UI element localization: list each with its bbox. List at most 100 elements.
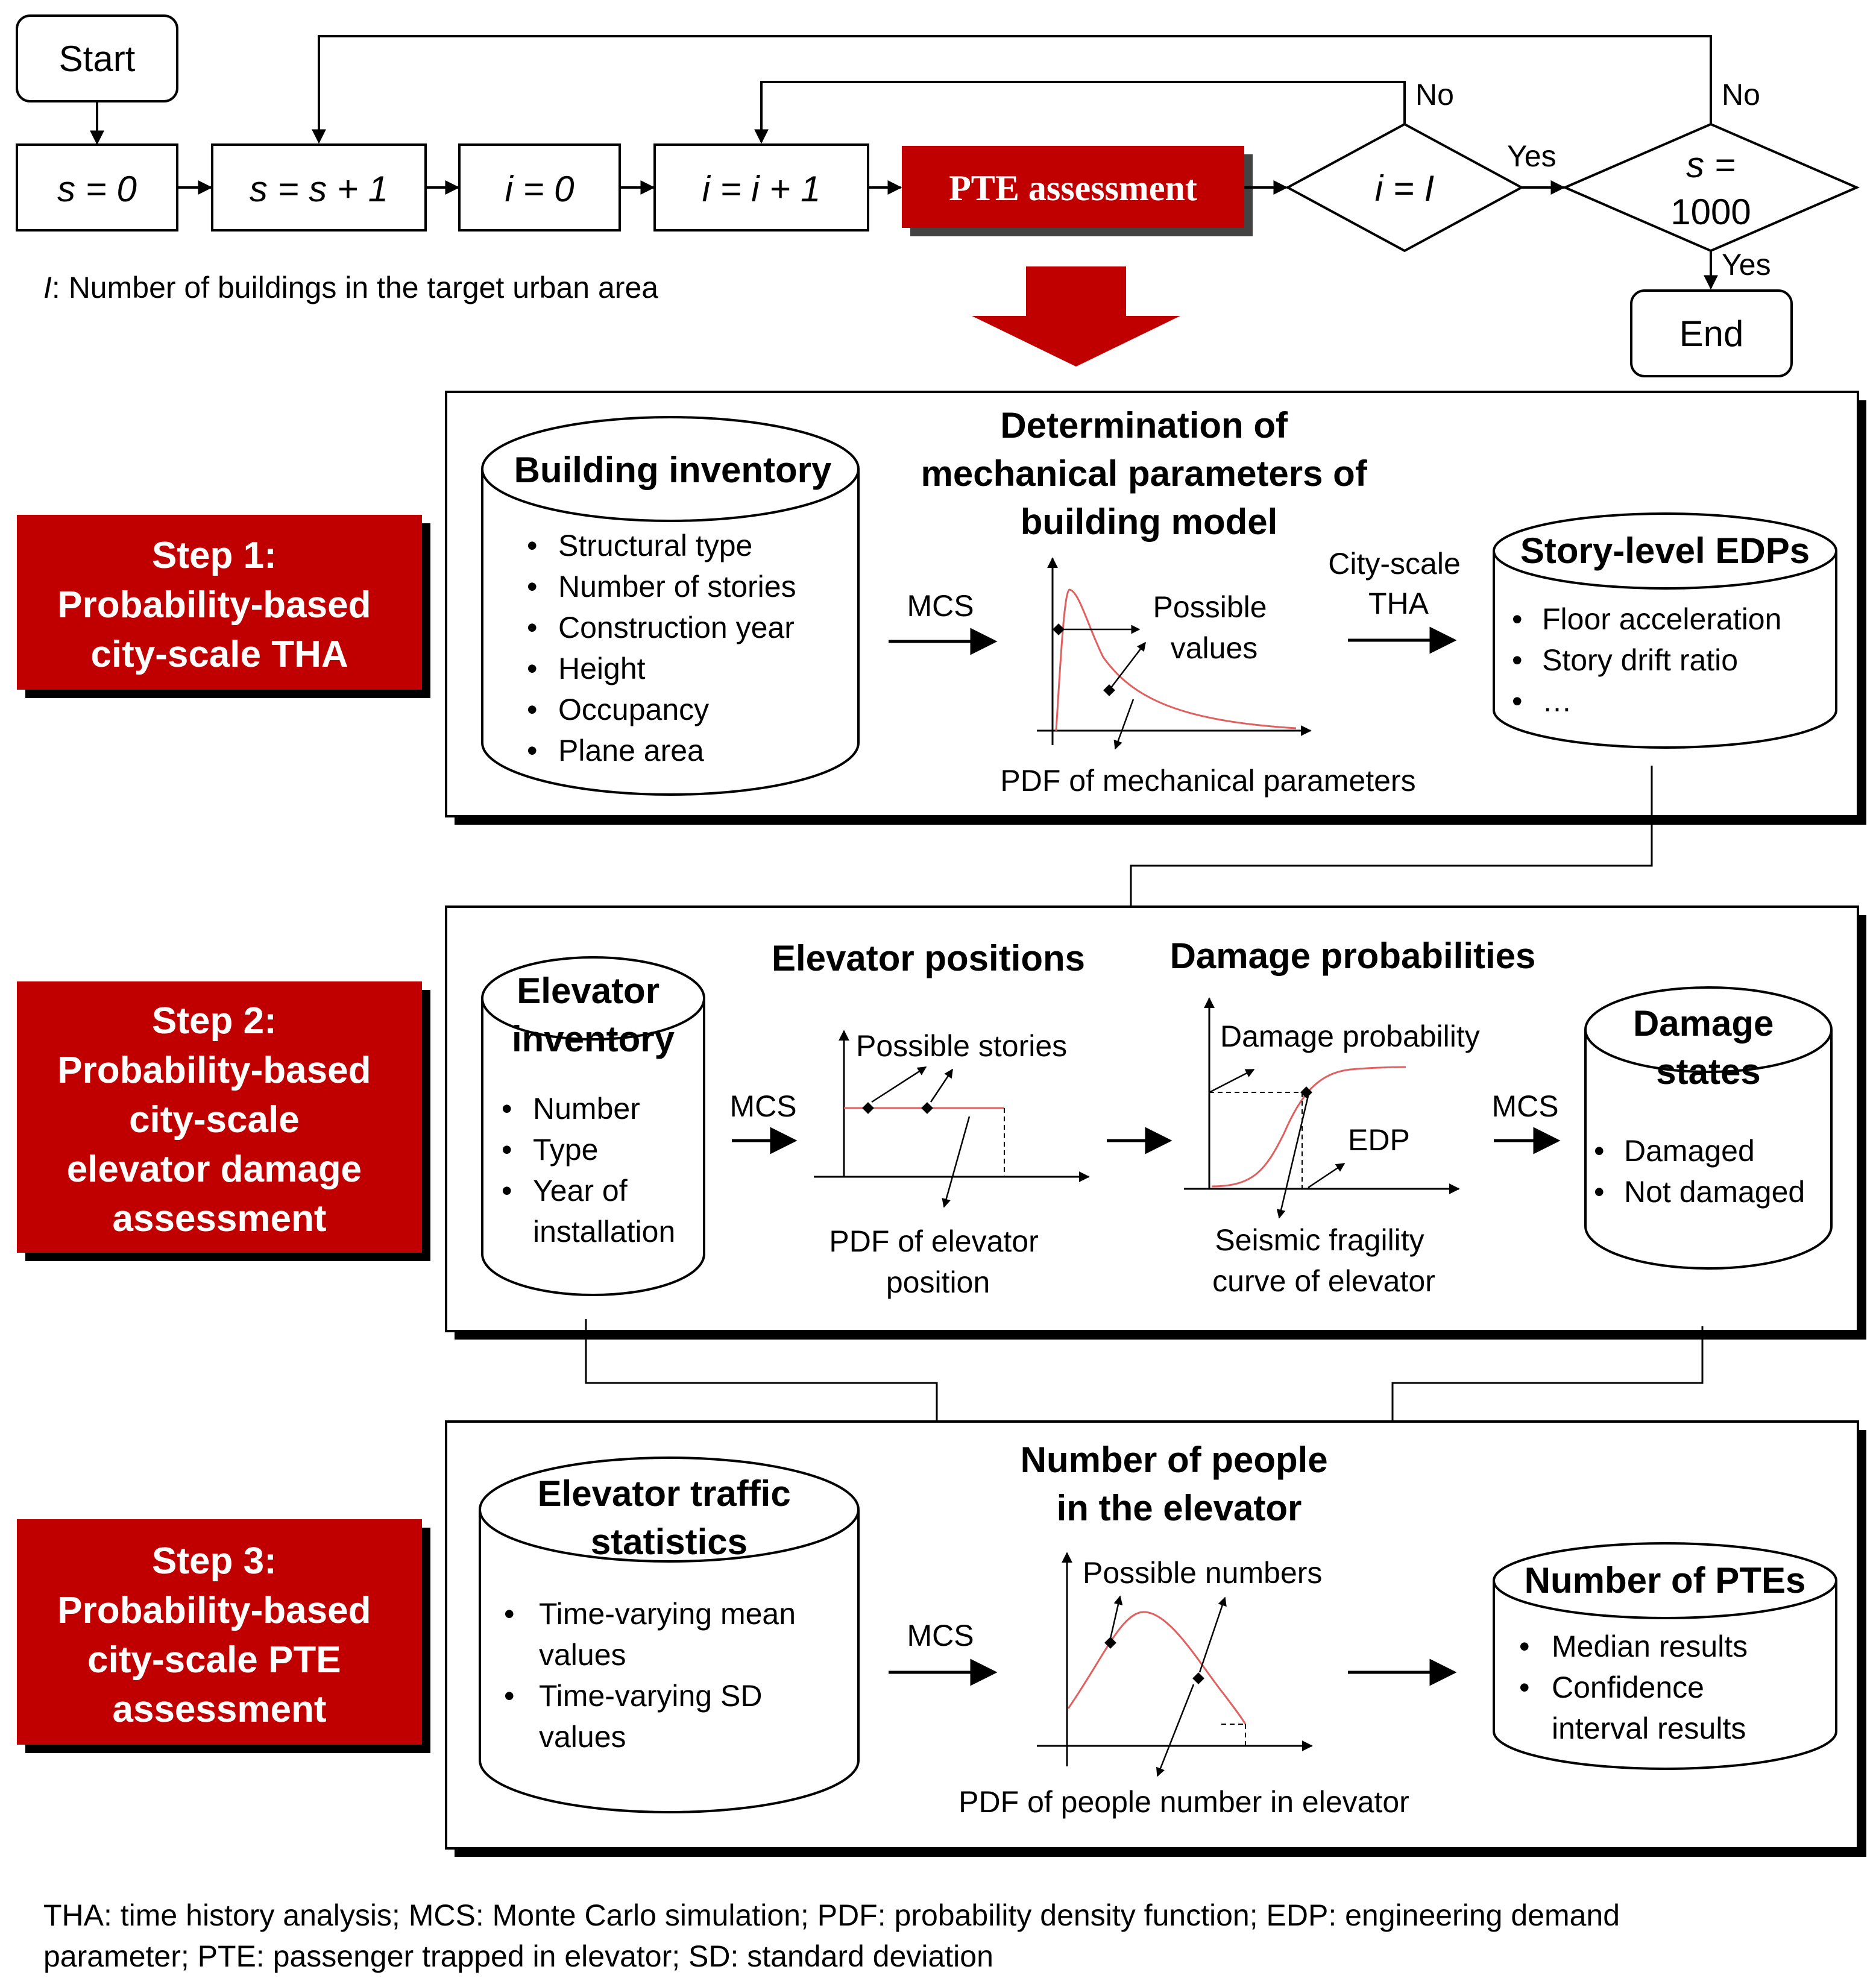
svg-text:Step 2: Probability-base: Step 2: Probability-based city-scale ele… (57, 1000, 381, 1239)
pte-assessment-node (902, 146, 1244, 228)
elevator-inventory-item: installation (533, 1215, 675, 1249)
step1-label-line: Step 1: (152, 535, 277, 576)
svg-text:•: • (502, 1092, 512, 1126)
elevator-inventory-item: Year of (533, 1174, 628, 1208)
s-init-node (16, 143, 178, 231)
elevator-inventory-title: Elevator (517, 971, 659, 1011)
traffic-statistics-title: statistics (591, 1522, 748, 1562)
step1-label-line: city-scale THA (90, 634, 348, 675)
svg-text:•: • (504, 1679, 515, 1713)
elevator-positions-title: Elevator positions (772, 938, 1085, 978)
step2-label-line: Step 2: (152, 1000, 277, 1042)
damage-states-cylinder: Damage states •Damaged •Not damaged (1584, 986, 1833, 1270)
yes-label-2: Yes (1722, 248, 1771, 282)
s-increment-label: s = s + 1 (250, 169, 388, 209)
fragility-curve-plot: Damage probability EDP Seismic fragility… (1184, 997, 1480, 1298)
possible-values-label: Possible (1153, 590, 1267, 624)
step2-section: Step 2: Probability-based city-scale ele… (17, 905, 1866, 1340)
story-edps-title: Story-level EDPs (1520, 531, 1810, 571)
step1-label-line: Probability-based (57, 584, 371, 626)
svg-text:Possible values: Possible values (1153, 590, 1276, 665)
yes-label-1: Yes (1507, 139, 1557, 173)
step3-section: Step 3: Probability-based city-scale PTE… (17, 1420, 1866, 1857)
inventory-item: Height (558, 652, 646, 685)
svg-text:•: • (527, 652, 538, 685)
story-edps-cylinder: Story-level EDPs • Floor acceleration • St… (1493, 512, 1837, 749)
traffic-item: Time-varying SD (539, 1679, 762, 1713)
elevator-pdf-label: position (886, 1265, 990, 1299)
s-increment-node (211, 143, 427, 231)
i-definition: I: Number of buildings in the target urb… (43, 271, 658, 304)
svg-text:Elevator inventory: Elevator inventory (512, 971, 675, 1059)
damage-states-title: states (1656, 1051, 1760, 1092)
mcs-label: MCS (907, 589, 974, 623)
damage-states-title: Damage (1633, 1003, 1774, 1044)
no-label-2: No (1722, 78, 1760, 112)
elevator-inventory-item: Number (533, 1092, 640, 1126)
traffic-item: Time-varying mean (539, 1597, 796, 1631)
elevator-inventory-item: Type (533, 1133, 598, 1167)
svg-text:•: • (1512, 602, 1523, 636)
svg-text:•: • (1519, 1671, 1530, 1704)
i-increment-label: i = i + 1 (702, 169, 821, 209)
svg-text:Step 3: Probability-base: Step 3: Probability-based city-scale PTE… (57, 1540, 381, 1730)
building-inventory-title: Building inventory (514, 450, 832, 490)
svg-text:•: • (527, 529, 538, 562)
edp-item: Story drift ratio (1542, 643, 1738, 677)
svg-text:•: • (504, 1597, 515, 1631)
determination-title: Determination of (1000, 405, 1288, 446)
sample-point (921, 1102, 933, 1114)
footnote-line: parameter; PTE: passenger trapped in ele… (43, 1939, 993, 1973)
edp-item: … (1542, 684, 1572, 718)
svg-text:Number of people in the: Number of people in the elevator (1021, 1440, 1338, 1528)
i-init-label: i = 0 (505, 169, 574, 209)
svg-text:•: • (502, 1174, 512, 1208)
edp-item: Floor acceleration (1542, 602, 1781, 636)
traffic-statistics-cylinder: Elevator traffic statistics • Time-varyin… (479, 1457, 860, 1813)
svg-text:•: • (1594, 1175, 1605, 1209)
step2-label-line: elevator damage (67, 1148, 362, 1190)
damage-probability-label: Damage probability (1220, 1019, 1480, 1053)
end-label: End (1679, 313, 1744, 354)
step2-label-line: city-scale (129, 1099, 300, 1141)
big-down-arrow (972, 266, 1180, 367)
s-condition-diamond (1561, 122, 1860, 253)
building-inventory-cylinder: Building inventory •Structural type •Num… (481, 416, 860, 796)
people-number-title: in the elevator (1057, 1488, 1302, 1528)
svg-text:PDF of elevator positi: PDF of elevator position (829, 1224, 1047, 1299)
no-label-1: No (1415, 78, 1454, 112)
ptes-item: Median results (1552, 1630, 1748, 1663)
i-increment-node (653, 143, 869, 231)
fragility-label: Seismic fragility (1215, 1223, 1424, 1257)
fragility-label: curve of elevator (1212, 1264, 1435, 1298)
step2-label-box (17, 981, 422, 1253)
elevator-inventory-cylinder: Elevator inventory •Number •Type •Year o… (481, 956, 705, 1296)
traffic-item: values (539, 1720, 626, 1754)
mcs-label: MCS (907, 1619, 974, 1652)
mechanical-pdf-label: PDF of mechanical parameters (1000, 764, 1415, 798)
svg-text:Step 1: Probability-base: Step 1: Probability-based city-scale THA (57, 535, 381, 675)
city-scale-tha-label: THA (1368, 587, 1429, 620)
footnote: THA: time history analysis; MCS: Monte C… (43, 1898, 1628, 1973)
s-init-label: s = 0 (57, 169, 137, 209)
elevator-position-pdf-plot: Possible stories PDF of elevator positio… (814, 1029, 1090, 1299)
people-number-title: Number of people (1021, 1440, 1328, 1480)
damage-state-item: Not damaged (1624, 1175, 1805, 1209)
svg-text:City-scale THA: City-scale THA (1328, 547, 1468, 620)
top-flowchart: Start s = 0 s = s + 1 i = 0 i = i + 1 PT… (16, 14, 1860, 377)
mcs-label: MCS (1491, 1089, 1558, 1123)
inventory-item: Plane area (558, 734, 704, 767)
people-number-pdf-plot: Possible numbers PDF of people number in… (958, 1552, 1409, 1819)
fragility-curve (1211, 1066, 1406, 1188)
mcs-label: MCS (729, 1089, 796, 1123)
determination-title: building model (1021, 502, 1278, 542)
svg-text:•: • (527, 734, 538, 767)
step3-label-line: city-scale PTE (87, 1639, 341, 1681)
step3-label-line: Probability-based (57, 1590, 371, 1631)
end-node (1630, 289, 1793, 377)
s-condition-label-2: 1000 (1670, 192, 1751, 232)
svg-text:Elevator traffic stati: Elevator traffic statistics (538, 1473, 801, 1562)
svg-text:Seismic fragility curv: Seismic fragility curve of elevator (1212, 1223, 1435, 1298)
svg-text:•: • (1512, 643, 1523, 677)
